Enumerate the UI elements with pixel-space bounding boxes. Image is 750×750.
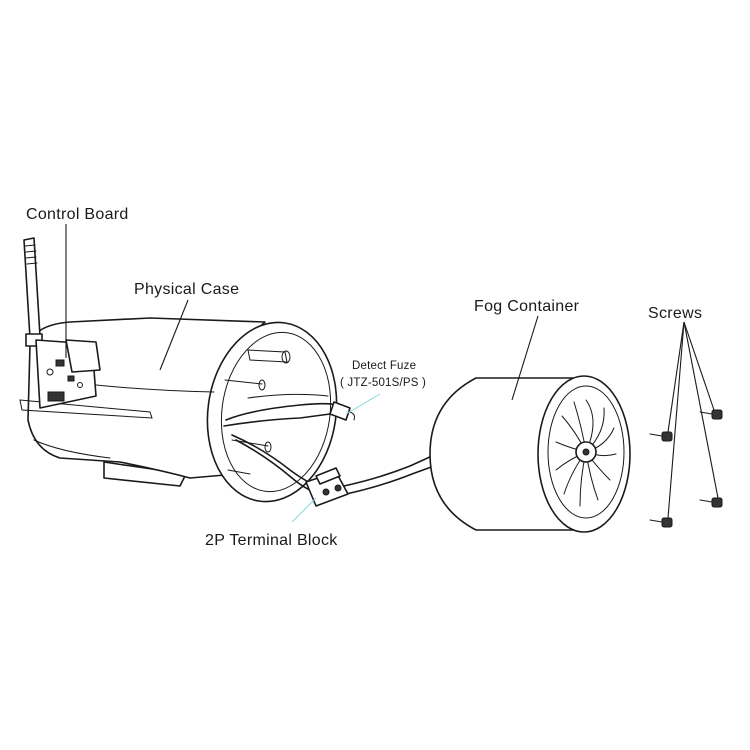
screw-top-right (699, 409, 723, 420)
leader-detect-fuze (345, 393, 381, 415)
leader-screws-4 (667, 321, 685, 519)
screw-right-lower (699, 497, 723, 508)
control-board (23, 237, 101, 409)
screw-left-lower (649, 517, 673, 528)
label-physical-case: Physical Case (134, 281, 239, 298)
leader-screws-3 (683, 321, 719, 499)
leader-fog-container (511, 315, 539, 401)
leader-physical-case (159, 299, 189, 371)
leader-screws-2 (683, 321, 715, 411)
label-screws: Screws (648, 305, 702, 322)
detect-fuze (329, 401, 355, 421)
leader-screws-1 (667, 321, 685, 433)
label-detect-fuze-model: ( JTZ-501S/PS ) (340, 377, 426, 389)
label-fog-container: Fog Container (474, 298, 580, 315)
label-terminal-block: 2P Terminal Block (205, 532, 338, 549)
leader-terminal-block (291, 497, 317, 523)
label-control-board: Control Board (26, 206, 129, 223)
fog-container (429, 375, 631, 533)
physical-case (19, 317, 338, 503)
screw-left-upper (649, 431, 673, 442)
terminal-block (305, 467, 349, 507)
label-detect-fuze: Detect Fuze (352, 360, 416, 372)
